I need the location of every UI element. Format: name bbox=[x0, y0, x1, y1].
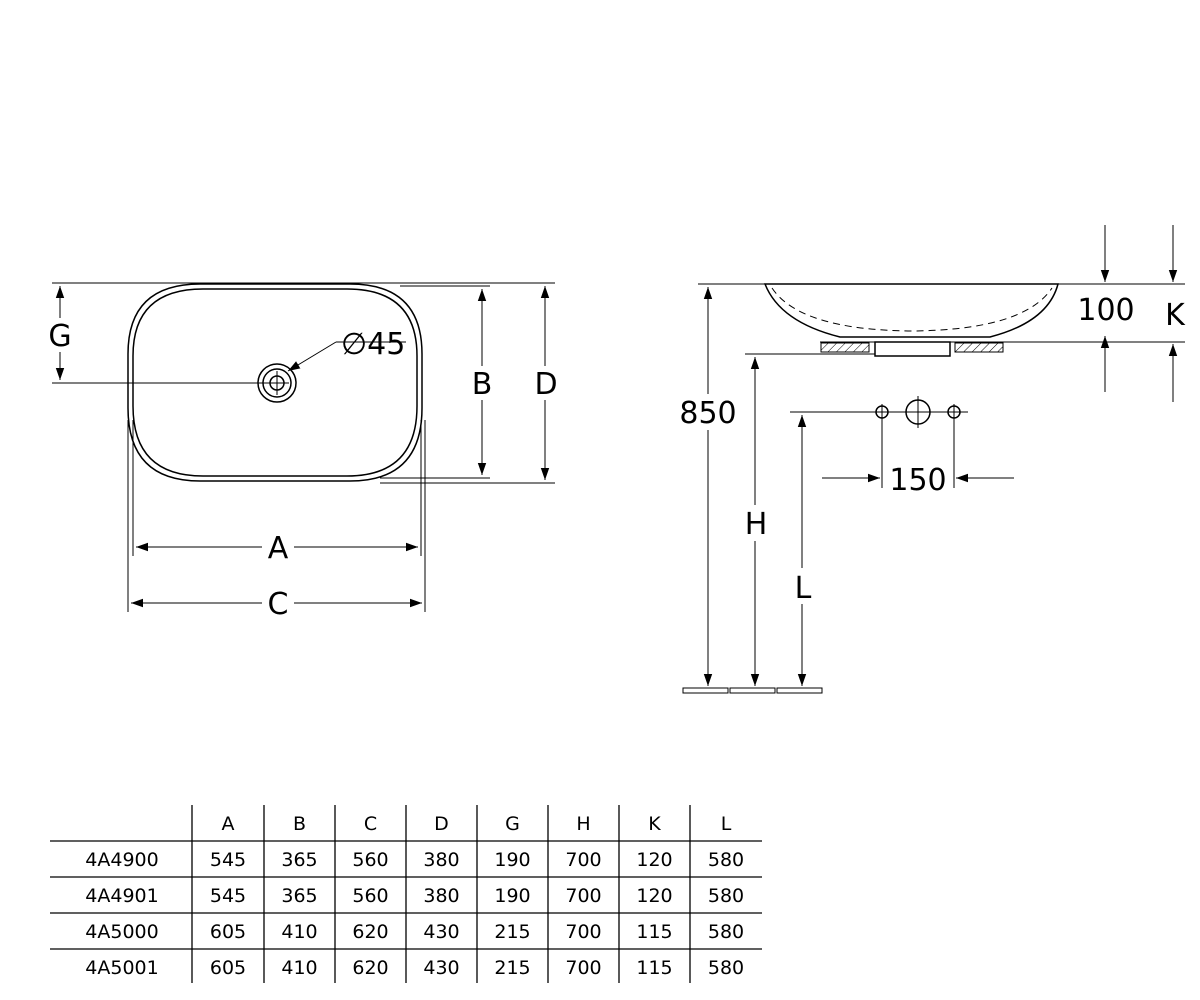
countertop-left bbox=[820, 342, 870, 353]
table-cell: 380 bbox=[423, 849, 459, 871]
table-cell: 410 bbox=[281, 921, 317, 943]
floor-line bbox=[682, 687, 823, 694]
table-cell: 700 bbox=[565, 885, 601, 907]
table-row-model: 4A4901 bbox=[85, 885, 158, 907]
table-cell: 215 bbox=[494, 921, 530, 943]
table-header-k: K bbox=[648, 813, 661, 835]
table-header-c: C bbox=[364, 813, 377, 835]
diameter-label: ∅45 bbox=[341, 327, 405, 362]
drain-base bbox=[874, 341, 951, 357]
basin-inner-dashed bbox=[771, 287, 1053, 332]
table-header-h: H bbox=[576, 813, 590, 835]
table-cell: 380 bbox=[423, 885, 459, 907]
table-cell: 365 bbox=[281, 885, 317, 907]
dim-label-d: D bbox=[534, 367, 557, 402]
table-cell: 190 bbox=[494, 849, 530, 871]
table-cell: 430 bbox=[423, 921, 459, 943]
basin-outline-outer bbox=[127, 283, 423, 482]
table-cell: 365 bbox=[281, 849, 317, 871]
table-header-l: L bbox=[721, 813, 732, 835]
table-cell: 190 bbox=[494, 885, 530, 907]
table-cell: 545 bbox=[210, 885, 246, 907]
table-cell: 215 bbox=[494, 957, 530, 979]
table-row-model: 4A5000 bbox=[85, 921, 158, 943]
table-row-model: 4A4900 bbox=[85, 849, 158, 871]
table-cell: 410 bbox=[281, 957, 317, 979]
table-cell: 580 bbox=[708, 957, 744, 979]
dim-label-850: 850 bbox=[679, 396, 736, 431]
table-cell: 620 bbox=[352, 921, 388, 943]
table-cell: 605 bbox=[210, 921, 246, 943]
table-header-g: G bbox=[505, 813, 520, 835]
dim-label-b: B bbox=[472, 367, 493, 402]
table-cell: 700 bbox=[565, 957, 601, 979]
table-cell: 580 bbox=[708, 885, 744, 907]
basin-outline-inner bbox=[132, 288, 418, 477]
dim-label-150: 150 bbox=[889, 463, 946, 498]
table-cell: 115 bbox=[636, 957, 672, 979]
dimension-table: A B C D G H K L 4A4900 545 365 560 380 190 700 120 580 4A… bbox=[50, 805, 762, 983]
table-cell: 545 bbox=[210, 849, 246, 871]
dim-label-h: H bbox=[745, 507, 768, 542]
table-cell: 605 bbox=[210, 957, 246, 979]
table-header-a: A bbox=[222, 813, 235, 835]
dim-label-a: A bbox=[268, 531, 289, 566]
table-cell: 120 bbox=[636, 885, 672, 907]
table-cell: 580 bbox=[708, 921, 744, 943]
dim-label-l: L bbox=[795, 571, 812, 606]
dim-label-k: K bbox=[1165, 298, 1186, 333]
table-cell: 560 bbox=[352, 885, 388, 907]
basin-profile bbox=[763, 283, 1059, 338]
table-cell: 700 bbox=[565, 921, 601, 943]
table-cell: 620 bbox=[352, 957, 388, 979]
table-row-model: 4A5001 bbox=[85, 957, 158, 979]
dim-label-c: C bbox=[268, 587, 289, 622]
top-view: ∅45 G B D A C bbox=[46, 282, 561, 622]
table-cell: 120 bbox=[636, 849, 672, 871]
dim-label-100: 100 bbox=[1077, 293, 1134, 328]
tap-hole-symbols bbox=[875, 396, 961, 428]
side-view: 100 K 850 H L 150 bbox=[678, 225, 1186, 694]
table-cell: 580 bbox=[708, 849, 744, 871]
table-cell: 560 bbox=[352, 849, 388, 871]
table-cell: 115 bbox=[636, 921, 672, 943]
table-header-b: B bbox=[293, 813, 306, 835]
table-header-d: D bbox=[434, 813, 449, 835]
table-cell: 430 bbox=[423, 957, 459, 979]
table-cell: 700 bbox=[565, 849, 601, 871]
countertop-right bbox=[954, 342, 1004, 353]
dim-label-g: G bbox=[48, 319, 71, 354]
